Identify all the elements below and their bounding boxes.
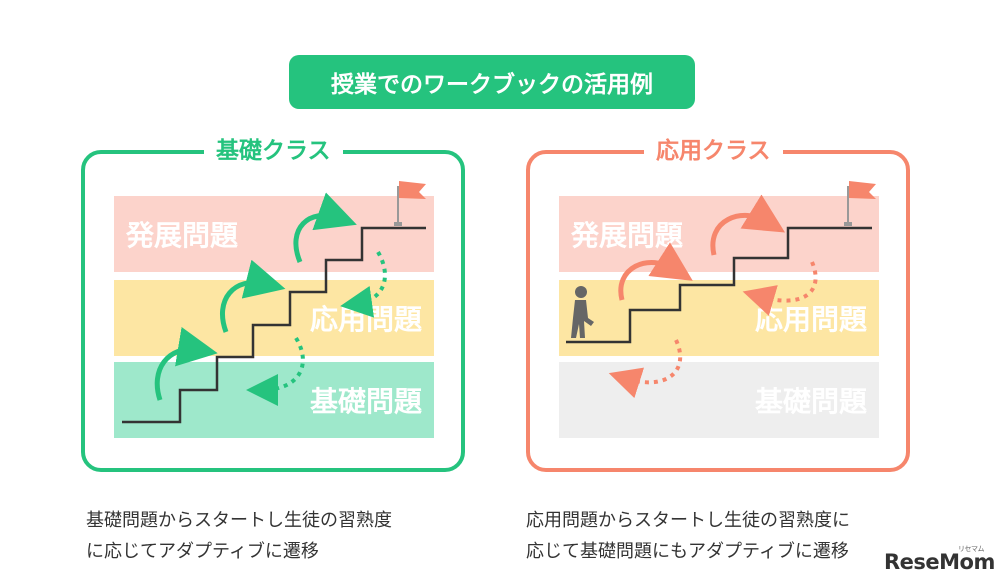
applied-staircase bbox=[566, 226, 872, 344]
basic-goal-flag-icon bbox=[394, 181, 426, 226]
basic-class-label: 基礎クラス bbox=[204, 136, 343, 166]
applied-up-arrow-1 bbox=[618, 242, 693, 301]
basic-staircase bbox=[122, 226, 426, 424]
diagram-title: 授業でのワークブックの活用例 bbox=[289, 55, 695, 109]
applied-caption-line-2: 応じて基礎問題にもアダプティブに遷移 bbox=[526, 541, 849, 562]
student-person-icon bbox=[571, 286, 594, 338]
basic-up-arrow-1 bbox=[154, 326, 218, 401]
basic-up-arrow-2 bbox=[219, 259, 286, 333]
applied-class-caption: 応用問題からスタートし生徒の習熟度に 応じて基礎問題にもアダプティブに遷移 bbox=[526, 505, 850, 567]
watermark-sub: リセマム bbox=[958, 545, 985, 553]
applied-band-applied: 応用問題 bbox=[559, 280, 879, 356]
applied-down-arrow-2 bbox=[608, 339, 683, 399]
applied-class-label: 応用クラス bbox=[644, 136, 783, 166]
applied-down-arrow-1 bbox=[742, 261, 818, 316]
watermark-text: ReseMom bbox=[884, 550, 995, 574]
applied-goal-flag-icon bbox=[844, 181, 876, 226]
applied-up-arrow-2 bbox=[710, 194, 786, 256]
basic-up-arrow-3 bbox=[293, 192, 357, 263]
basic-caption-line-1: 基礎問題からスタートし生徒の習熟度 bbox=[86, 510, 392, 531]
basic-class-caption: 基礎問題からスタートし生徒の習熟度 に応じてアダプティブに遷移 bbox=[86, 505, 392, 567]
basic-caption-line-2: に応じてアダプティブに遷移 bbox=[86, 541, 319, 562]
basic-band-advanced: 発展問題 bbox=[114, 196, 434, 272]
basic-down-arrow-2 bbox=[246, 336, 305, 406]
applied-band-advanced: 発展問題 bbox=[559, 196, 879, 272]
applied-caption-line-1: 応用問題からスタートし生徒の習熟度に bbox=[526, 510, 850, 531]
resemom-watermark: ReseMom リセマム bbox=[884, 545, 995, 574]
